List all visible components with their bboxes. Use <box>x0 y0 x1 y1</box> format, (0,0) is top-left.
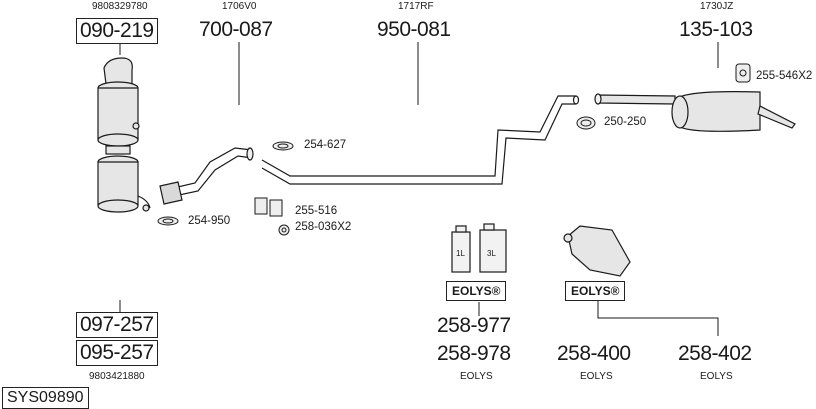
eolys-badge-cans: EOLYS® <box>446 281 507 301</box>
leader-lines <box>119 42 719 336</box>
part-front-pipe[interactable]: 700-087 <box>199 18 273 41</box>
code-rear-silencer: 1730JZ <box>700 1 734 12</box>
eolys-caption-1: EOLYS <box>460 371 493 382</box>
code-bottom: 9803421880 <box>89 371 145 382</box>
front-pipe <box>159 147 254 205</box>
fitting-gasket[interactable]: 258-036X2 <box>295 221 352 233</box>
part-additive-2[interactable]: 258-978 <box>437 342 511 365</box>
part-dpf-bottom-2[interactable]: 095-257 <box>76 340 158 366</box>
rear-silencer <box>594 91 796 132</box>
part-middle-pipe[interactable]: 950-081 <box>377 18 451 41</box>
dpf-assembly <box>97 57 151 213</box>
part-rear-silencer[interactable]: 135-103 <box>679 18 753 41</box>
fitting-clamp-rear[interactable]: 250-250 <box>604 116 647 128</box>
additive-reservoir <box>563 225 631 277</box>
additive-cans <box>451 223 507 273</box>
eolys-caption-3: EOLYS <box>700 371 733 382</box>
part-additive-4[interactable]: 258-402 <box>678 342 752 365</box>
part-additive-3[interactable]: 258-400 <box>557 342 631 365</box>
fitting-rubber-mount[interactable]: 255-546X2 <box>756 70 813 82</box>
eolys-badge-reservoir: EOLYS® <box>565 281 626 301</box>
fittings <box>157 63 751 236</box>
part-dpf-bottom-1[interactable]: 097-257 <box>76 312 158 338</box>
system-code: SYS09890 <box>2 387 89 409</box>
part-dpf-top[interactable]: 090-219 <box>76 18 158 44</box>
middle-pipe <box>261 95 580 185</box>
can-label-small: 1L <box>456 249 465 258</box>
fitting-mount-kit[interactable]: 255-516 <box>295 205 338 217</box>
fitting-clamp-dpf[interactable]: 254-950 <box>188 215 231 227</box>
part-additive-1[interactable]: 258-977 <box>437 314 511 337</box>
code-middle-pipe: 1717RF <box>398 1 434 12</box>
fitting-clamp-front[interactable]: 254-627 <box>304 139 347 151</box>
can-label-large: 3L <box>487 249 496 258</box>
code-front-pipe: 1706V0 <box>222 1 257 12</box>
code-dpf: 9808329780 <box>92 1 148 12</box>
eolys-caption-2: EOLYS <box>580 371 613 382</box>
